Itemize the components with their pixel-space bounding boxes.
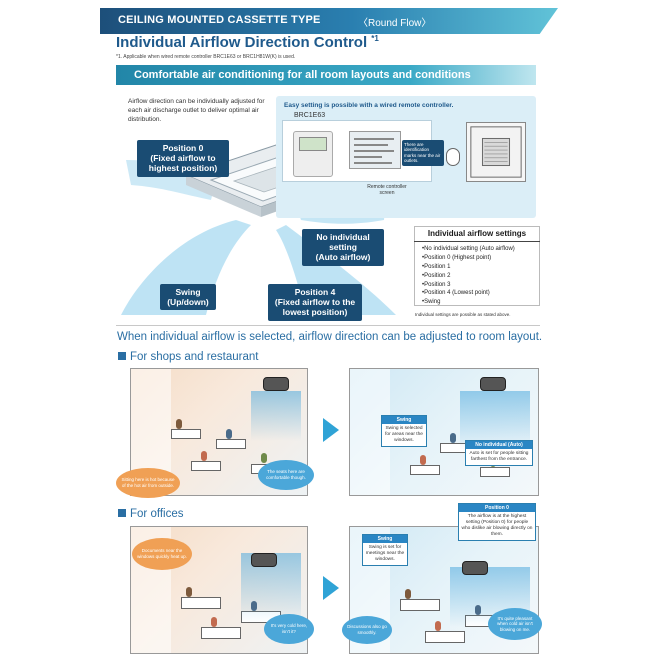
- page-title-text: Individual Airflow Direction Control: [116, 34, 368, 51]
- offices-after-blue-bubble-1: Discussions also go smoothly.: [342, 616, 392, 644]
- footnote: *1. Applicable when wired remote control…: [116, 54, 296, 60]
- ceiling-cassette-icon: [480, 377, 506, 391]
- remote-model: BRC1E63: [294, 112, 326, 119]
- subheading-text: Comfortable air conditioning for all roo…: [134, 69, 471, 81]
- product-type-title: CEILING MOUNTED CASSETTE TYPE: [118, 14, 321, 26]
- cassette-topview-icon: [466, 122, 526, 182]
- intro-text: Airflow direction can be individually ad…: [128, 98, 265, 123]
- offices-heading: For offices: [118, 508, 183, 520]
- offices-after-blue-bubble-2: It's quite pleasant when cold air isn't …: [488, 608, 542, 640]
- callout-no-individual: No individual setting (Auto airflow): [302, 229, 384, 266]
- subheading-band: Comfortable air conditioning for all roo…: [116, 65, 536, 85]
- position0-label-head: Position 0: [459, 504, 535, 513]
- settings-list: •No individual setting (Auto airflow) •P…: [414, 245, 540, 307]
- shops-swing-label: Swing Swing is selected for areas near t…: [381, 415, 427, 448]
- shops-arrow-icon: [323, 418, 339, 442]
- swing-label-head: Swing: [363, 535, 407, 544]
- ceiling-cassette-icon: [462, 561, 488, 575]
- settings-item: •Position 3: [422, 281, 451, 288]
- settings-item: •Position 1: [422, 263, 451, 270]
- header-band: CEILING MOUNTED CASSETTE TYPE 〈Round Flo…: [100, 8, 558, 34]
- swing-label-head: Swing: [382, 416, 426, 425]
- settings-item: •Position 2: [422, 272, 451, 279]
- shops-auto-label: No individual (Auto) Auto is set for peo…: [465, 440, 533, 467]
- shops-heading-text: For shops and restaurant: [130, 351, 259, 363]
- identification-mark-icon: [446, 148, 460, 166]
- shops-before-blue-bubble: The seats here are comfortable though.: [258, 460, 314, 490]
- section-divider: [116, 325, 540, 326]
- settings-item: •No individual setting (Auto airflow): [422, 246, 515, 252]
- settings-title: Individual airflow settings: [414, 226, 540, 242]
- shops-heading: For shops and restaurant: [118, 351, 259, 363]
- settings-note: Individual settings are possible as stat…: [415, 312, 511, 317]
- square-bullet-icon: [118, 352, 126, 360]
- offices-before-orange-bubble: Documents near the windows quickly heat …: [132, 538, 192, 570]
- shops-before-orange-bubble: Sitting here is hot because of the hot a…: [116, 468, 180, 498]
- remote-illustration: [282, 120, 432, 182]
- settings-item: •Swing: [422, 299, 441, 306]
- offices-heading-text: For offices: [130, 508, 184, 520]
- selected-airflow-line: When individual airflow is selected, air…: [117, 331, 543, 343]
- ceiling-cassette-icon: [251, 553, 277, 567]
- callout-swing: Swing (Up/down): [160, 284, 216, 311]
- remote-controller-panel: Easy setting is possible with a wired re…: [276, 96, 536, 218]
- remote-device-icon: [293, 131, 333, 177]
- position0-label-body: The airflow is at the highest setting (P…: [461, 514, 533, 538]
- auto-label-head: No individual (Auto): [466, 441, 532, 450]
- offices-position0-label: Position 0 The airflow is at the highest…: [458, 503, 536, 542]
- auto-label-body: Auto is set for people sitting farthest …: [469, 451, 529, 463]
- round-flow-label: 〈Round Flow〉: [358, 18, 432, 29]
- settings-item: •Position 4 (Lowest point): [422, 290, 490, 297]
- swing-label-body: Swing is set for meetings near the windo…: [365, 545, 405, 563]
- title-footnote-mark: *1: [371, 34, 379, 43]
- callout-position-4: Position 4 (Fixed airflow to the lowest …: [268, 284, 362, 321]
- remote-screen-label: Remote controller screen: [367, 184, 407, 196]
- offices-swing-label: Swing Swing is set for meetings near the…: [362, 534, 408, 567]
- ceiling-cassette-icon: [263, 377, 289, 391]
- offices-arrow-icon: [323, 576, 339, 600]
- remote-panel-title: Easy setting is possible with a wired re…: [284, 102, 454, 109]
- shops-after-scene: [349, 368, 539, 496]
- callout-position-0: Position 0 (Fixed airflow to highest pos…: [137, 140, 229, 177]
- remote-screen-icon: [349, 131, 401, 169]
- offices-before-blue-bubble: It's very cold here, isn't it?: [264, 614, 314, 644]
- airflow-plume-left: [121, 220, 251, 315]
- identification-note: There are identification marks near the …: [402, 140, 444, 166]
- page-title: Individual Airflow Direction Control *1: [116, 34, 379, 51]
- square-bullet-icon: [118, 509, 126, 517]
- cassette-side: [186, 175, 261, 217]
- swing-label-body: Swing is selected for areas near the win…: [385, 426, 423, 444]
- airflow-settings-box: Individual airflow settings •No individu…: [414, 226, 540, 310]
- settings-item: •Position 0 (Highest point): [422, 254, 492, 261]
